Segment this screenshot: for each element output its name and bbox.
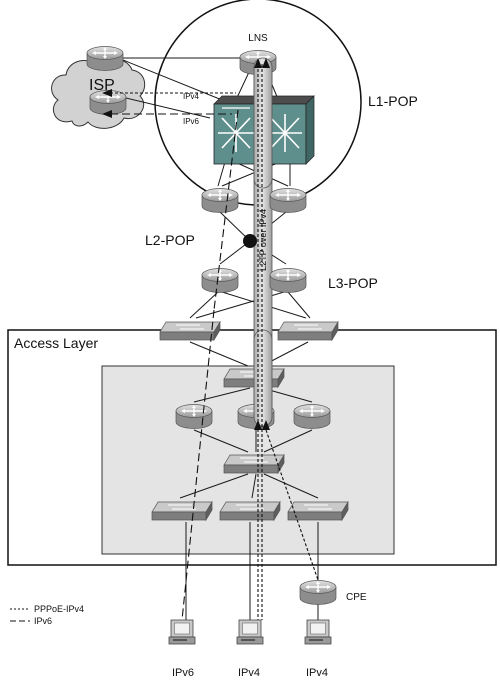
access-router-right-icon xyxy=(293,403,331,430)
access-switch-right-icon xyxy=(277,321,339,341)
l2tp-tunnel-front xyxy=(253,57,273,189)
l2-router-right-icon xyxy=(269,187,307,214)
l2-pop-label: L2-POP xyxy=(145,232,195,248)
edge-switch-left-icon xyxy=(151,501,213,521)
flow-arrowheads xyxy=(102,58,270,430)
l3-router-right-icon xyxy=(269,267,307,294)
isp-router-top-icon xyxy=(86,45,124,72)
legend: PPPoE-IPv4 IPv6 xyxy=(10,604,84,626)
legend-pppoe-label: PPPoE-IPv4 xyxy=(34,604,84,614)
aggregation-switch-bottom-icon xyxy=(223,454,285,474)
host-label-ipv4-b: IPv4 xyxy=(306,667,328,679)
isp-ipv4-label: IPv4 xyxy=(183,92,200,101)
l3-pop-label: L3-POP xyxy=(328,275,378,291)
access-router-left-icon xyxy=(175,403,213,430)
host-label-ipv4-a: IPv4 xyxy=(238,667,260,679)
edge-switch-right-icon xyxy=(287,501,349,521)
cpe-label: CPE xyxy=(346,592,367,603)
host-ipv4-cpe-workstation-icon xyxy=(304,619,332,645)
traffic-flows xyxy=(110,64,319,621)
access-layer-label: Access Layer xyxy=(14,335,98,351)
lns-label: LNS xyxy=(248,33,268,44)
l2-router-left-icon xyxy=(201,187,239,214)
l1-pop-label: L1-POP xyxy=(368,93,418,109)
legend-ipv6-label: IPv6 xyxy=(34,616,52,626)
edge-switch-mid-icon xyxy=(219,501,281,521)
tunnel-label: L2TP over IPv4 xyxy=(258,209,268,271)
isp-label: ISP xyxy=(89,77,115,94)
multilayer-switch-right-icon xyxy=(263,95,315,165)
host-ipv4-workstation-icon xyxy=(236,619,264,645)
l3-router-left-icon xyxy=(201,267,239,294)
aggregation-node xyxy=(243,234,257,248)
host-ipv6-workstation-icon xyxy=(168,619,196,645)
l2tp-tunnel-lower xyxy=(253,329,273,427)
isp-ipv6-label: IPv6 xyxy=(183,117,200,126)
host-label-ipv6: IPv6 xyxy=(172,667,194,679)
cpe-router-icon xyxy=(299,579,337,606)
